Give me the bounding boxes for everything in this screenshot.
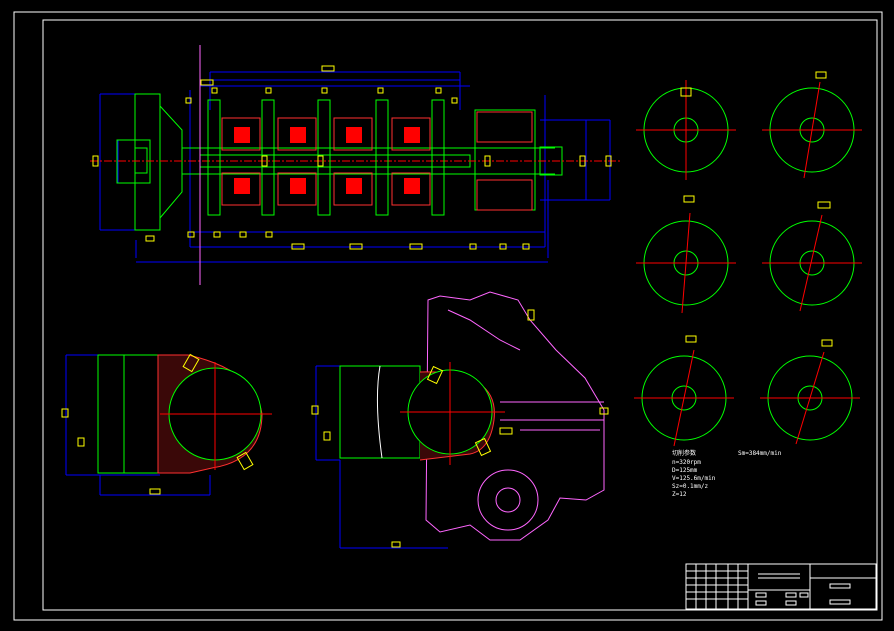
params-line: D=125mm: [672, 467, 698, 474]
outer-frame: [13, 11, 883, 621]
cutting-parameters-note: 切削参数 n=320rpm D=125mm V=125.6m/min Sz=0.…: [672, 449, 782, 498]
params-line: n=320rpm: [672, 459, 701, 466]
params-line: V=125.6m/min: [672, 475, 716, 482]
params-line: Z=12: [672, 491, 687, 498]
inner-frame: [42, 19, 878, 611]
fixture-left-view: [61, 353, 272, 496]
shaft-assembly-view: [90, 45, 620, 285]
cutter-section-views: [634, 71, 862, 447]
params-feed: Sm=384mm/min: [738, 450, 782, 457]
housing-section-view: [311, 291, 609, 549]
params-heading: 切削参数: [672, 449, 696, 457]
title-block: [685, 563, 877, 610]
params-line: Sz=0.1mm/z: [672, 483, 709, 490]
